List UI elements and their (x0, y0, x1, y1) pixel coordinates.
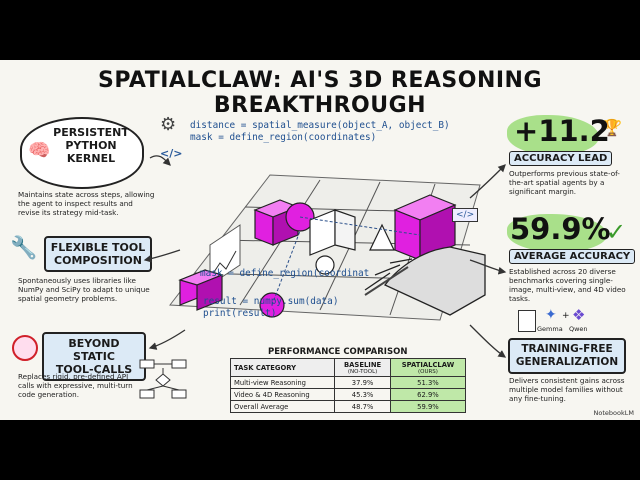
code-line-mask-2: mask = define_region(coordinat (200, 268, 370, 279)
code-window-icon: </> (452, 208, 479, 222)
tool-heading: FLEXIBLE TOOL COMPOSITION (44, 236, 152, 272)
code-bracket-icon: </> (160, 147, 183, 160)
row-category: Multi-view Reasoning (229, 376, 336, 389)
kernel-heading-line1: PERSISTENT (53, 126, 129, 139)
row-category: Video & 4D Reasoning (229, 388, 336, 401)
plus-icon: + (562, 311, 570, 321)
cone-shape (369, 223, 395, 251)
header-task-category: TASK CATEGORY (229, 358, 336, 377)
kernel-heading-line3: KERNEL (66, 152, 116, 165)
row-spatialclaw: 59.9% (389, 400, 467, 413)
static-description: Replaces rigid, pre-defined API calls wi… (18, 372, 133, 399)
performance-table: TASK CATEGORY BASELINE(NO-TOOL) SPATIALC… (229, 358, 467, 413)
header-spatialclaw-sub: (OURS) (417, 368, 438, 375)
gear-icon: ⚙ (160, 114, 177, 135)
training-heading-line2: GENERALIZATION (515, 356, 619, 368)
table-title: PERFORMANCE COMPARISON (268, 347, 408, 357)
flowchart-icon (139, 359, 187, 399)
checkmark-icon: ✓ (606, 218, 627, 246)
infographic-canvas: SPATIALCLAW: AI'S 3D REASONING BREAKTHRO… (0, 60, 640, 420)
gemma-label: Gemma (537, 325, 563, 333)
document-icon (518, 310, 536, 332)
static-heading: BEYOND STATIC TOOL-CALLS (42, 332, 146, 381)
qwen-label: Qwen (569, 325, 588, 333)
code-line-mask: mask = define_region(coordinates) (190, 132, 377, 143)
row-spatialclaw: 62.9% (389, 388, 467, 401)
row-baseline: 48.7% (334, 400, 391, 413)
average-accuracy-highlight (507, 214, 607, 252)
no-static-icon (12, 335, 38, 361)
static-heading-line1: BEYOND STATIC (68, 337, 120, 363)
header-baseline-sub: (NO-TOOL) (347, 368, 378, 375)
tool-heading-line2: COMPOSITION (54, 254, 142, 267)
average-accuracy-value: 59.9% (510, 212, 611, 246)
kernel-heading-line2: PYTHON (65, 139, 117, 152)
table-row: Video & 4D Reasoning 45.3% 62.9% (229, 388, 467, 401)
header-baseline: BASELINE(NO-TOOL) (334, 358, 391, 377)
accuracy-lead-highlight (507, 115, 599, 155)
header-spatialclaw: SPATIALCLAW(OURS) (389, 358, 467, 377)
qwen-icon: ❖ (572, 306, 586, 324)
connector-arrows (143, 155, 507, 358)
kernel-bubble (20, 117, 144, 189)
average-accuracy-label: AVERAGE ACCURACY (509, 249, 636, 264)
training-description: Delivers consistent gains across multipl… (509, 376, 625, 403)
table-header-row: TASK CATEGORY BASELINE(NO-TOOL) SPATIALC… (229, 358, 467, 377)
trophy-icon: 🏆 (602, 118, 622, 137)
table-row: Multi-view Reasoning 37.9% 51.3% (229, 376, 467, 389)
training-heading: TRAINING-FREE GENERALIZATION (508, 338, 626, 374)
row-category: Overall Average (229, 400, 336, 413)
gemma-icon: ✦ (545, 307, 557, 323)
notebooklm-watermark: NotebookLM (593, 409, 634, 417)
tool-description: Spontaneously uses libraries like NumPy … (18, 276, 150, 303)
training-heading-line1: TRAINING-FREE (521, 343, 613, 355)
code-line-result: result = numpy.sum(data) (203, 296, 339, 307)
tool-heading-line1: FLEXIBLE TOOL (50, 241, 146, 254)
brain-icon: 🧠 (28, 140, 51, 161)
row-spatialclaw: 51.3% (389, 376, 467, 389)
row-baseline: 37.9% (334, 376, 391, 389)
table-row: Overall Average 48.7% 59.9% (229, 400, 467, 413)
white-sphere (315, 255, 335, 275)
spatial-scene-illustration (169, 174, 486, 321)
average-accuracy-description: Established across 20 diverse benchmarks… (509, 267, 626, 303)
accuracy-lead-description: Outperforms previous state-of-the-art sp… (509, 169, 620, 196)
header-baseline-label: BASELINE (343, 360, 382, 369)
robot-hand-icon (364, 246, 486, 316)
kernel-heading: PERSISTENT PYTHON KERNEL (46, 126, 136, 165)
code-line-print: print(result) (203, 308, 277, 319)
wrench-icon: 🔧 (10, 236, 38, 261)
static-heading-line2: TOOL-CALLS (55, 363, 133, 376)
header-spatialclaw-label: SPATIALCLAW (401, 360, 455, 369)
accuracy-lead-label: ACCURACY LEAD (509, 151, 613, 166)
code-line-distance: distance = spatial_measure(object_A, obj… (190, 120, 450, 131)
page-title: SPATIALCLAW: AI'S 3D REASONING BREAKTHRO… (97, 68, 543, 118)
accuracy-lead-value: +11.2 (514, 114, 610, 148)
row-baseline: 45.3% (334, 388, 391, 401)
kernel-description: Maintains state across steps, allowing t… (18, 190, 155, 217)
